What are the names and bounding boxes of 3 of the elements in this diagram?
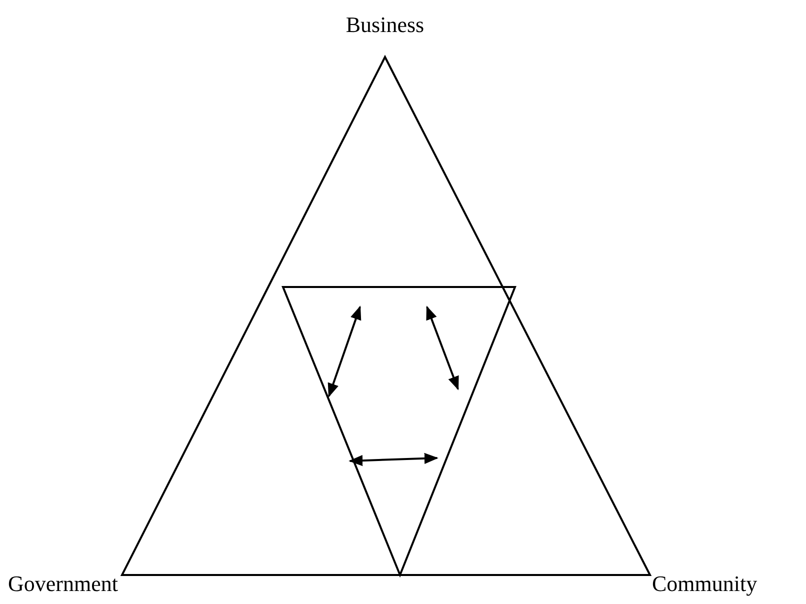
vertex-label: Community — [652, 573, 758, 595]
vertex-label: Government — [8, 573, 118, 595]
vertex-label: Business — [346, 14, 424, 36]
